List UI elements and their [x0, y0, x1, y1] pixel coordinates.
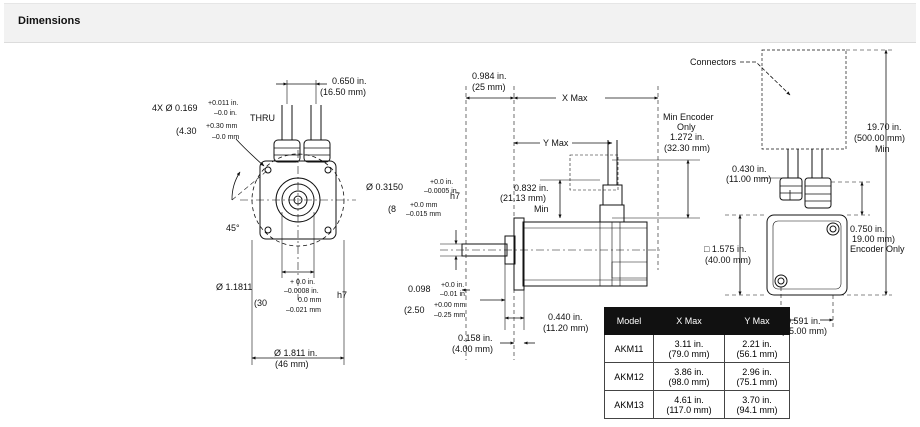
encoder-h-mm: 19.00 mm)	[852, 234, 895, 244]
connector-min-mm: (21.13 mm)	[500, 193, 546, 203]
cell-model: AKM13	[604, 390, 654, 419]
body-dia-mm: (46 mm)	[275, 359, 309, 369]
shaft-main-label: Ø 0.3150	[366, 182, 403, 192]
overall-min: Min	[875, 144, 890, 154]
encoder-h-in: 0.750 in.	[850, 224, 885, 234]
cell-y-max: 3.70 in.(94.1 mm)	[724, 390, 790, 419]
side-view	[440, 86, 700, 360]
key-mm-tol-minus: –0.25 mm	[434, 312, 465, 319]
cell-y-max: 2.96 in.(75.1 mm)	[724, 362, 790, 391]
shaft-fit-label: h7	[337, 290, 347, 300]
cell-x-max: 3.11 in.(79.0 mm)	[653, 334, 725, 363]
table-row: AKM12 3.86 in.(98.0 mm) 2.96 in.(75.1 mm…	[604, 362, 790, 391]
cell-model: AKM12	[604, 362, 654, 391]
key-mm: (2.50	[404, 305, 425, 315]
header-model: Model	[604, 307, 654, 335]
table-header-row: Model X Max Y Max	[604, 307, 790, 335]
key-tol-minus: –0.01 in.	[440, 291, 467, 298]
connector-h-in: 0.430 in.	[732, 164, 767, 174]
hole-label: 4X Ø 0.169	[152, 103, 198, 113]
square-mm: (40.00 mm)	[705, 255, 751, 265]
cable-spacing-mm: (16.50 mm)	[320, 87, 366, 97]
shaft-main-tol-minus: –0.0005 in.	[424, 188, 459, 195]
cell-model: AKM11	[604, 334, 654, 363]
shaft-mm-label: (30	[254, 298, 267, 308]
shaft-main-mm-tol-plus: +0.0 mm	[410, 202, 438, 209]
offset-mm: (15.00 mm)	[781, 326, 827, 336]
shaft-tol-plus: + 0.0 in.	[290, 279, 315, 286]
connector-min-label: Min	[534, 204, 549, 214]
connector-h-mm: (11.00 mm)	[726, 174, 771, 184]
connector-min-in: 0.832 in.	[514, 183, 549, 193]
table-row: AKM13 4.61 in.(117.0 mm) 3.70 in.(94.1 m…	[604, 390, 790, 419]
offset-in: 0.591 in.	[786, 316, 821, 326]
pilot-len-in: 0.440 in.	[548, 312, 583, 322]
y-max-label: Y Max	[543, 138, 569, 148]
hole-tol-plus: +0.011 in.	[208, 100, 238, 107]
front-view	[231, 80, 356, 365]
hole-mm-tol-plus: +0.30 mm	[206, 123, 237, 130]
overall-in: 19.70 in.	[867, 122, 902, 132]
square-in: □ 1.575 in.	[704, 244, 746, 254]
encoder-h-only: Encoder Only	[850, 244, 905, 254]
overall-mm: (500.00 mm)	[854, 133, 905, 143]
rear-view	[725, 49, 892, 330]
cell-y-max: 2.21 in.(56.1 mm)	[724, 334, 790, 363]
encoder-mm: (32.30 mm)	[664, 143, 710, 153]
flange-thk-mm: (4.00 mm)	[452, 344, 493, 354]
flange-thk-in: 0.158 in.	[458, 333, 493, 343]
hole-mm: (4.30	[176, 126, 197, 136]
hole-mm-tol-minus: –0.0 mm	[212, 134, 239, 141]
encoder-in: 1.272 in.	[670, 132, 705, 142]
key-mm-tol-plus: +0.00 mm	[434, 302, 465, 309]
header-y-max: Y Max	[724, 307, 790, 335]
cell-x-max: 3.86 in.(98.0 mm)	[653, 362, 725, 391]
header-x-max: X Max	[653, 307, 725, 335]
key-tol-plus: +0.0 in.	[441, 282, 464, 289]
front-view-labels: 4X Ø 0.169 +0.011 in. –0.0 in. (4.30 +0.…	[152, 76, 367, 369]
hole-tol-minus: –0.0 in.	[214, 110, 237, 117]
section-header: Dimensions	[4, 3, 916, 43]
connectors-label: Connectors	[690, 57, 737, 67]
model-dimension-table: Model X Max Y Max AKM11 3.11 in.(79.0 mm…	[604, 307, 790, 419]
shaft-tol-minus: –0.0008 in.	[284, 288, 319, 295]
key-label: 0.098	[408, 284, 431, 294]
encoder-line2: Only	[677, 122, 696, 132]
shaft-dia-label: Ø 1.1811	[216, 282, 252, 292]
cell-x-max: 4.61 in.(117.0 mm)	[653, 390, 725, 419]
cable-spacing-in: 0.650 in.	[332, 76, 367, 86]
table-row: AKM11 3.11 in.(79.0 mm) 2.21 in.(56.1 mm…	[604, 334, 790, 363]
x-max-label: X Max	[562, 93, 588, 103]
flange-in: 0.984 in.	[472, 71, 507, 81]
flange-mm: (25 mm)	[472, 82, 506, 92]
encoder-line1: Min Encoder	[663, 112, 714, 122]
shaft-mm-tol-minus: –0.021 mm	[286, 307, 321, 314]
pilot-len-mm: (11.20 mm)	[543, 323, 588, 333]
thru-label: THRU	[250, 113, 275, 123]
shaft-main-tol-plus: +0.0 in.	[430, 179, 453, 186]
shaft-main-mm: (8	[388, 204, 396, 214]
shaft-mm-tol-plus: 0.0 mm	[298, 297, 322, 304]
rear-view-labels: Connectors 19.70 in. (500.00 mm) Min 0.4…	[690, 57, 905, 336]
side-view-labels: 0.984 in. (25 mm) X Max Y Max Min Encode…	[366, 71, 714, 354]
angle-label: 45°	[226, 223, 240, 233]
shaft-main-mm-tol-minus: –0.015 mm	[406, 211, 441, 218]
section-title: Dimensions	[18, 15, 81, 27]
shaft-main-fit: h7	[450, 191, 460, 201]
body-dia-in: Ø 1.811 in.	[274, 348, 317, 358]
